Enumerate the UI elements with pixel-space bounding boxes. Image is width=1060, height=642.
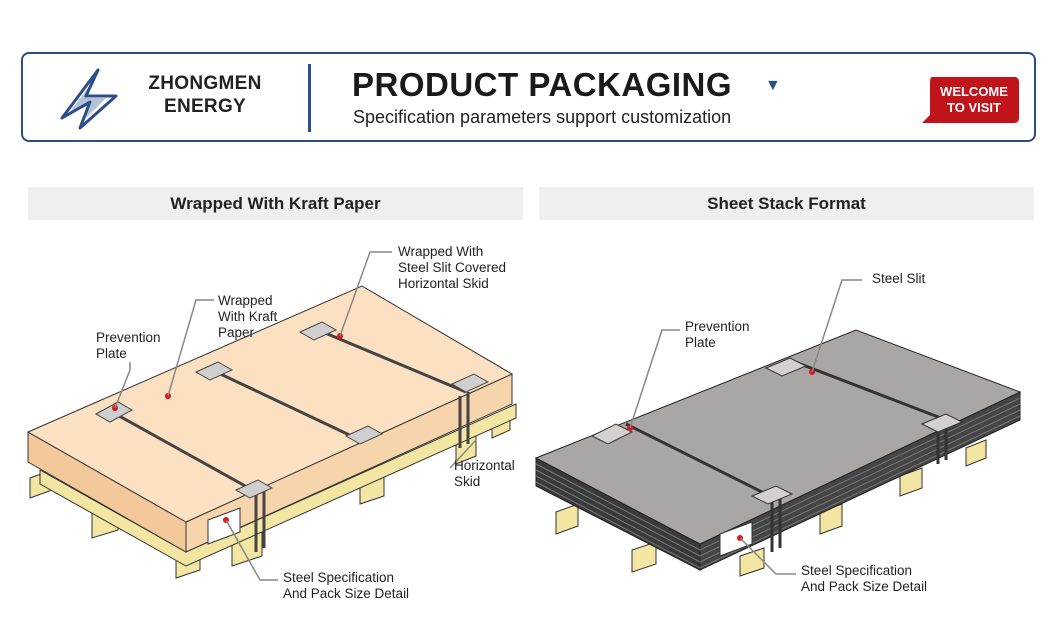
panel-title-stack: Sheet Stack Format: [539, 187, 1034, 220]
svg-text:Skid: Skid: [454, 474, 480, 489]
page-subtitle: Specification parameters support customi…: [353, 107, 732, 127]
svg-text:Paper: Paper: [218, 325, 255, 340]
label-kraft-1: Wrapped: [218, 293, 273, 308]
svg-text:Plate: Plate: [685, 335, 716, 350]
svg-text:With Kraft: With Kraft: [218, 309, 278, 324]
svg-text:Steel Slit Covered: Steel Slit Covered: [398, 260, 506, 275]
welcome-visit-button[interactable]: WELCOME TO VISIT: [922, 75, 1020, 125]
stack-label-steel-slit: Steel Slit: [872, 271, 926, 286]
visit-line-1: WELCOME: [940, 84, 1008, 99]
label-skid-cover-3: Horizontal Skid: [398, 276, 489, 291]
brand-name: ZHONGMEN ENERGY: [135, 72, 275, 118]
stack-label-spec-2: And Pack Size Detail: [801, 579, 927, 594]
label-spec-2: And Pack Size Detail: [283, 586, 409, 601]
visit-line-2: TO VISIT: [947, 100, 1001, 115]
stack-label-prevention-1: Prevention: [685, 319, 750, 334]
prevention-plates: [94, 321, 490, 499]
leader-lines: [114, 251, 477, 581]
stack-label-spec-1: Steel Specification: [801, 563, 912, 578]
header-banner: ZHONGMEN ENERGY PRODUCT PACKAGING ▼ Spec…: [21, 52, 1036, 142]
brand-line-1: ZHONGMEN: [148, 73, 262, 94]
label-prevention-2: Plate: [96, 346, 127, 361]
spec-label-card: [207, 507, 241, 545]
header-divider: [308, 64, 311, 132]
label-spec-1: Steel Specification: [283, 570, 394, 585]
label-skid-cover-1: Wrapped With: [398, 244, 483, 259]
svg-text:And Pack Size Detail: And Pack Size Detail: [283, 586, 409, 601]
stack-leader-lines: [629, 279, 862, 575]
svg-text:Wrapped: Wrapped: [218, 293, 273, 308]
label-kraft-3: Paper: [218, 325, 255, 340]
steel-bands: [111, 328, 467, 494]
button-shape: [922, 77, 1019, 123]
label-skid-cover-2: Steel Slit Covered: [398, 260, 506, 275]
brand-line-2: ENERGY: [163, 96, 247, 117]
kraft-top: [26, 285, 514, 523]
label-kraft-2: With Kraft: [218, 309, 278, 324]
label-prevention-1: Prevention: [96, 330, 161, 345]
svg-text:Steel Slit: Steel Slit: [872, 271, 926, 286]
kraft-package-diagram: Wrapped With Steel Slit Covered Horizont…: [26, 244, 517, 601]
logo-icon: [60, 68, 118, 130]
stack-layer-lines: [535, 397, 1021, 569]
stack-steel-bands: [625, 358, 947, 500]
svg-text:Plate: Plate: [96, 346, 127, 361]
caret-down-icon: ▼: [765, 77, 781, 94]
svg-text:Prevention: Prevention: [96, 330, 161, 345]
stack-spec-label-card: [719, 521, 753, 557]
stack-top: [534, 329, 1022, 545]
svg-text:Wrapped With: Wrapped With: [398, 244, 483, 259]
svg-text:Steel Specification: Steel Specification: [801, 563, 912, 578]
sheet-stack-diagram: Prevention Plate Steel Slit Steel Specif…: [534, 271, 1022, 594]
label-horizontal-skid-2: Skid: [454, 474, 480, 489]
svg-text:And Pack Size Detail: And Pack Size Detail: [801, 579, 927, 594]
svg-text:Horizontal Skid: Horizontal Skid: [398, 276, 489, 291]
panel-title-kraft: Wrapped With Kraft Paper: [28, 187, 523, 220]
stack-label-prevention-2: Plate: [685, 335, 716, 350]
svg-text:Horizontal: Horizontal: [454, 458, 515, 473]
svg-text:Prevention: Prevention: [685, 319, 750, 334]
svg-text:Steel Specification: Steel Specification: [283, 570, 394, 585]
label-horizontal-skid-1: Horizontal: [454, 458, 515, 473]
page-title: PRODUCT PACKAGING: [352, 66, 733, 103]
stack-prevention-plates: [590, 357, 964, 505]
